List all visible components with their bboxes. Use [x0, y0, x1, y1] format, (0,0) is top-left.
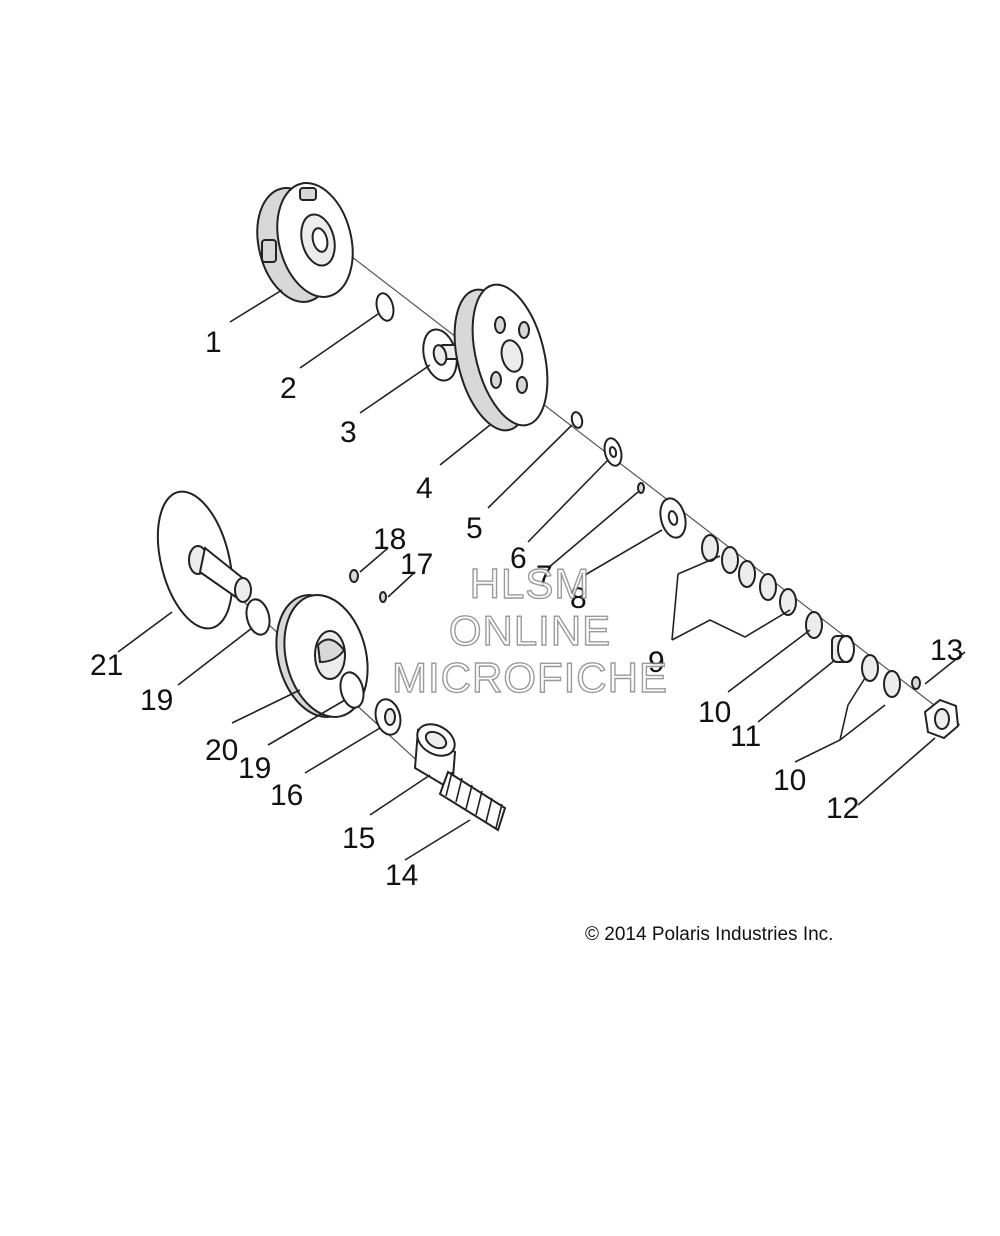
part-6-washer — [603, 437, 623, 467]
leader-lines — [117, 289, 966, 861]
part-19-ring-lower — [339, 671, 365, 709]
callout-17: 17 — [400, 548, 433, 581]
callout-19-right: 19 — [238, 752, 271, 785]
part-7-pin — [637, 482, 645, 494]
part-16-collar — [374, 698, 402, 736]
callout-8: 8 — [570, 582, 587, 615]
callout-16: 16 — [270, 779, 303, 812]
callout-2: 2 — [280, 372, 297, 405]
callout-10-lower: 10 — [773, 764, 806, 797]
callout-15: 15 — [342, 822, 375, 855]
callout-6: 6 — [510, 542, 527, 575]
part-17-pin — [379, 591, 387, 603]
part-14-spring — [438, 770, 507, 832]
callout-numbers: 1 2 3 4 5 6 7 8 9 10 11 10 12 13 14 15 1… — [90, 326, 963, 892]
part-11-spacer — [831, 635, 855, 663]
part-4-clutch-drum — [453, 283, 549, 432]
part-3-drive-hub — [422, 328, 463, 382]
part-10-washer-lower — [861, 654, 901, 698]
callout-7: 7 — [536, 560, 553, 593]
callout-21: 21 — [90, 649, 123, 682]
part-10-washer-upper — [805, 611, 823, 639]
part-9-washer-stack — [701, 534, 797, 616]
callout-1: 1 — [205, 326, 222, 359]
part-19-ring-upper — [245, 598, 271, 636]
part-5-small-ring — [570, 411, 584, 429]
part-18-small-nut — [349, 569, 359, 583]
part-20-movable-sheave — [275, 594, 369, 718]
callout-19-left: 19 — [140, 684, 173, 717]
callout-4: 4 — [416, 472, 433, 505]
callout-18: 18 — [373, 523, 406, 556]
callout-10-upper: 10 — [698, 696, 731, 729]
callout-3: 3 — [340, 416, 357, 449]
callout-9: 9 — [648, 646, 665, 679]
part-8-large-washer — [659, 497, 687, 539]
part-21-fixed-sheave — [156, 490, 252, 630]
callout-11: 11 — [730, 720, 761, 753]
copyright-notice: © 2014 Polaris Industries Inc. — [585, 924, 834, 945]
part-12-hex-nut — [923, 698, 960, 740]
callout-5: 5 — [466, 512, 483, 545]
callout-14: 14 — [385, 859, 418, 892]
part-2-ring — [375, 292, 395, 322]
part-1-clutch-shoe — [256, 182, 354, 303]
callout-20: 20 — [205, 734, 238, 767]
callout-13: 13 — [930, 634, 963, 667]
callout-12: 12 — [826, 792, 859, 825]
part-13-small-nut — [911, 676, 921, 690]
part-15-spring-cup — [413, 723, 457, 792]
